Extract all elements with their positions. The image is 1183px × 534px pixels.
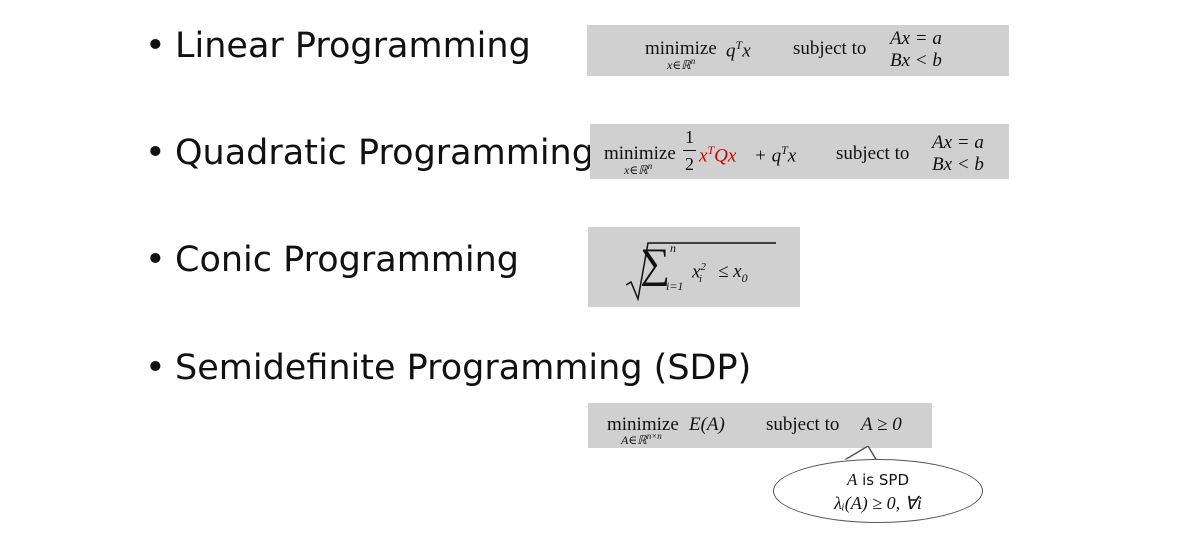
callout-line-1: A is SPD [846, 470, 910, 489]
sdp-domain: A∈ℝn×n [621, 431, 662, 447]
sdp-minimize: minimize [607, 414, 679, 435]
bullet-semidefinite-programming: •Semidefinite Programming (SDP) [145, 348, 751, 388]
spd-callout: A is SPD λᵢ(A) ≥ 0, ∀i [773, 459, 983, 523]
bullet-title: Semidefinite Programming (SDP) [175, 348, 752, 388]
qp-constraint-2: Bx < b [932, 154, 984, 175]
sqrt-symbol [626, 242, 776, 301]
bullet-dot: • [145, 348, 166, 388]
conic-upper: n [670, 241, 676, 255]
sdp-objective: E(A) [689, 414, 725, 435]
callout-line-2: λᵢ(A) ≥ 0, ∀i [834, 493, 922, 513]
qp-subject-to: subject to [836, 143, 910, 164]
bullet-dot: • [145, 133, 166, 173]
bullet-title: Linear Programming [175, 26, 531, 66]
qp-frac-den: 2 [685, 154, 694, 174]
qp-domain: x∈ℝn [624, 161, 653, 177]
bullet-dot: • [145, 26, 166, 66]
conic-sigma: ∑ [640, 241, 670, 287]
sdp-formula-box: minimize A∈ℝn×n E(A) subject to A ≥ 0 [588, 403, 932, 448]
lp-constraints: Ax = a Bx < b [890, 28, 942, 72]
conic-formula-box: ∑ n i=1 x2i ≤ x0 [588, 227, 800, 307]
sdp-constraint: A ≥ 0 [861, 414, 902, 435]
bullet-quadratic-programming: •Quadratic Programming [145, 133, 594, 173]
bullet-conic-programming: •Conic Programming [145, 240, 519, 280]
qp-quadratic-term: xTQx [699, 143, 737, 167]
conic-lower: i=1 [666, 279, 684, 293]
bullet-title: Conic Programming [175, 240, 520, 280]
lp-minimize: minimize [645, 38, 717, 59]
qp-constraints: Ax = a Bx < b [932, 132, 984, 176]
bullet-dot: • [145, 240, 166, 280]
qp-frac-num: 1 [685, 127, 694, 147]
lp-constraint-2: Bx < b [890, 50, 942, 71]
bullet-linear-programming: •Linear Programming [145, 26, 531, 66]
qp-frac-bar [683, 150, 696, 151]
qp-minimize: minimize [604, 143, 676, 164]
bullet-title: Quadratic Programming [175, 133, 594, 173]
lp-subject-to: subject to [793, 38, 867, 59]
lp-objective: qTx [726, 38, 751, 62]
qp-linear-term: + qTx [754, 143, 797, 167]
conic-relation: ≤ x0 [718, 261, 748, 285]
lp-formula-box: minimize x∈ℝn qTx subject to Ax = a Bx <… [587, 25, 1009, 76]
qp-constraint-1: Ax = a [932, 132, 984, 153]
sdp-subject-to: subject to [766, 414, 840, 435]
conic-term: x2i [692, 261, 706, 286]
qp-formula-box: minimize x∈ℝn 1 2 xTQx + qTx subject to … [590, 124, 1009, 179]
lp-constraint-1: Ax = a [890, 28, 942, 49]
lp-domain: x∈ℝn [667, 56, 696, 72]
